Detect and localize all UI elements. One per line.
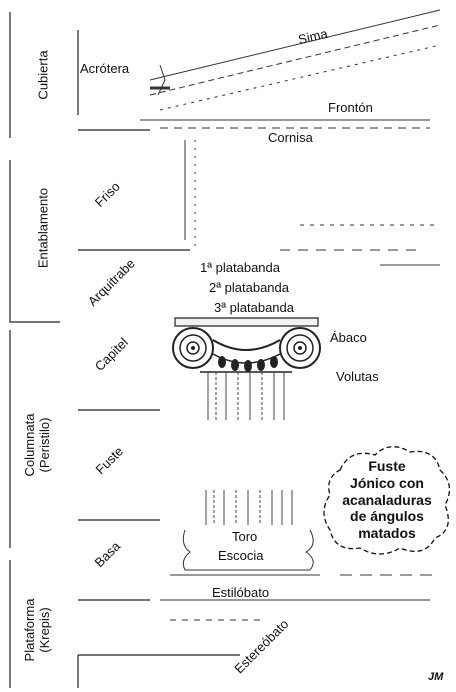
egg-and-dart <box>218 356 278 372</box>
label-platabanda-3: 3ª platabanda <box>214 300 294 315</box>
label-escocia: Escocia <box>218 548 264 563</box>
label-abaco: Ábaco <box>330 330 367 345</box>
column-base <box>160 529 440 621</box>
section-plataforma: Plataforma (Krepis) <box>22 598 53 662</box>
signature: JM <box>428 671 444 683</box>
entablature-lines <box>280 224 440 266</box>
note-line-4: de ángulos <box>350 508 424 525</box>
note-line-3: acanaladuras <box>342 491 432 508</box>
columnata-label: Columnata <box>22 413 38 477</box>
plataforma-label: Plataforma <box>22 598 38 662</box>
pediment-lines <box>140 9 441 250</box>
note-cloud: Fuste Jónico con acanaladuras de ángulos… <box>325 458 449 554</box>
label-estilobato: Estilóbato <box>212 585 270 600</box>
section-columnata: Columnata (Peristilo) <box>22 413 53 477</box>
plataforma-sublabel: (Krepis) <box>37 607 52 653</box>
note-line-2: Jónico con <box>350 474 424 491</box>
column-shaft <box>205 372 293 525</box>
section-entablamento: Entablamento <box>35 187 51 269</box>
columnata-sublabel: (Peristilo) <box>37 417 52 473</box>
label-acrotera: Acrótera <box>80 61 130 76</box>
note-line-1: Fuste <box>368 458 406 474</box>
label-fronton: Frontón <box>328 100 373 115</box>
note-line-5: matados <box>358 525 416 542</box>
note-cloud-outline <box>323 446 451 555</box>
label-cornisa: Cornisa <box>268 130 313 145</box>
label-toro: Toro <box>232 529 258 544</box>
label-platabanda-2: 2ª platabanda <box>209 280 289 295</box>
section-cubierta: Cubierta <box>35 50 51 100</box>
label-volutas: Volutas <box>336 369 379 384</box>
label-platabanda-1: 1ª platabanda <box>200 260 280 275</box>
section-dividers <box>9 12 240 688</box>
ionic-capital <box>172 317 321 373</box>
